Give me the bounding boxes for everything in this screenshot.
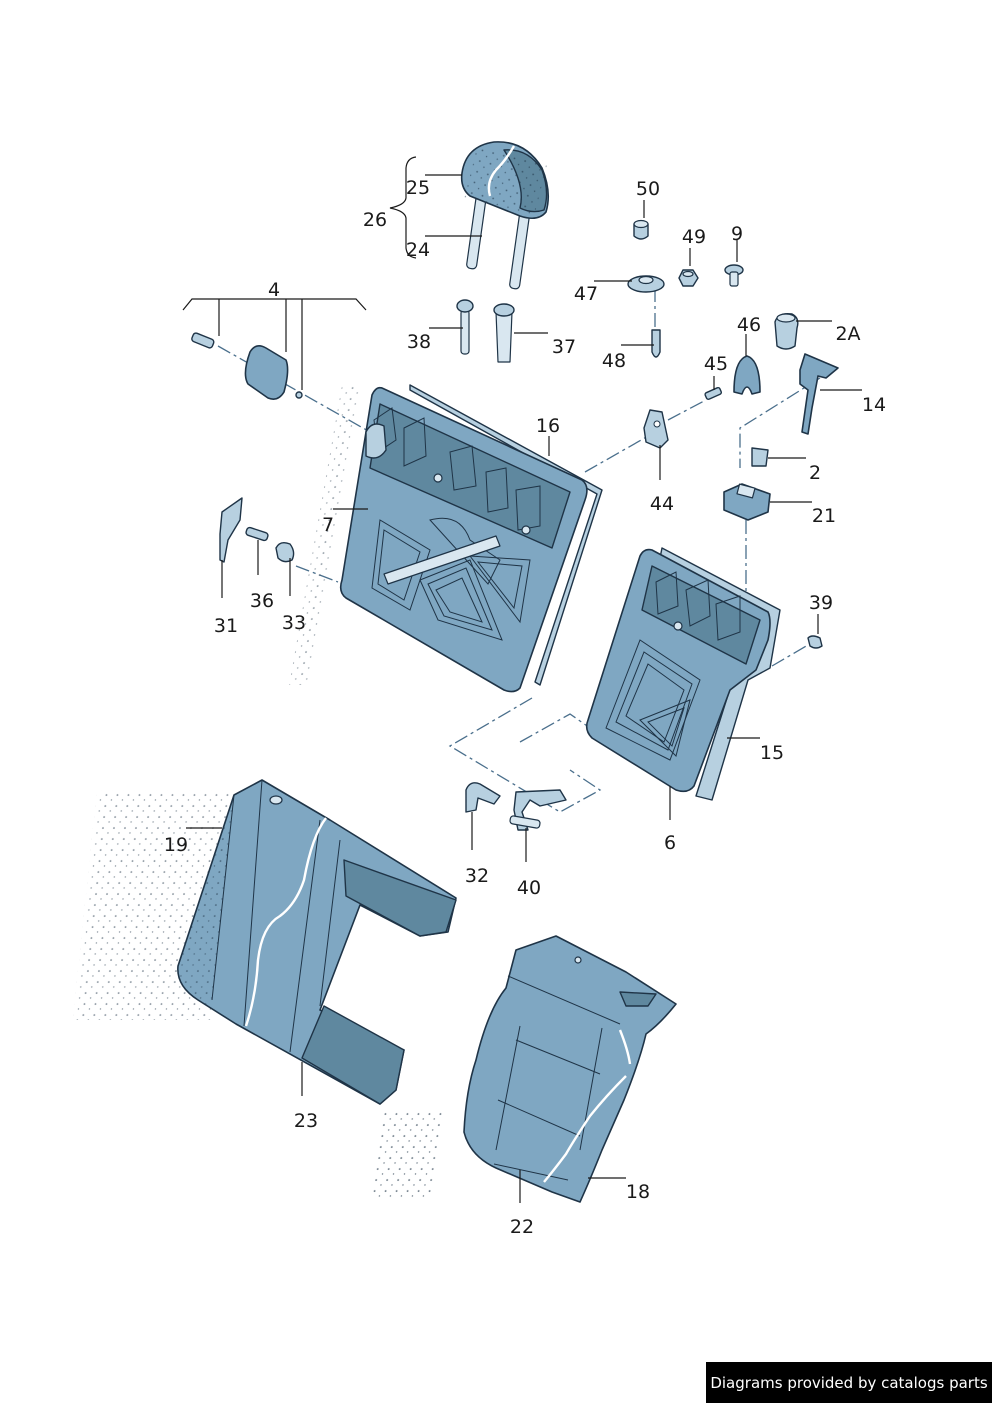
callout-40: 40 [517, 877, 541, 899]
callout-49: 49 [682, 226, 706, 248]
callout-38: 38 [407, 331, 431, 353]
callout-7: 7 [322, 514, 334, 536]
backrest-small [585, 547, 781, 801]
callout-46: 46 [737, 314, 761, 336]
callout-45: 45 [704, 353, 728, 375]
callout-22: 22 [510, 1216, 534, 1238]
callout-23: 23 [294, 1110, 318, 1132]
callout-19: 19 [164, 834, 188, 856]
callout-6: 6 [664, 832, 676, 854]
hardware-left [191, 299, 515, 563]
callout-39: 39 [809, 592, 833, 614]
callout-18: 18 [626, 1181, 650, 1203]
backrest-large [289, 384, 603, 693]
callout-14: 14 [862, 394, 886, 416]
callout-50: 50 [636, 178, 660, 200]
callout-25: 25 [406, 177, 430, 199]
callout-2: 2 [809, 462, 821, 484]
source-banner: Diagrams provided by catalogs parts [706, 1362, 992, 1403]
callout-2A: 2A [835, 323, 860, 345]
headrest [460, 141, 550, 290]
seat-cushion [72, 779, 457, 1105]
hardware-top-right [627, 219, 839, 521]
callout-37: 37 [552, 336, 576, 358]
callout-48: 48 [602, 350, 626, 372]
callout-21: 21 [812, 505, 836, 527]
callout-36: 36 [250, 590, 274, 612]
callout-9: 9 [731, 223, 743, 245]
callout-31: 31 [214, 615, 238, 637]
callout-26: 26 [363, 209, 387, 231]
callout-44: 44 [650, 493, 674, 515]
callout-16: 16 [536, 415, 560, 437]
callout-labels: 25 26 24 50 49 9 47 4 38 37 48 46 2A 45 … [164, 177, 886, 1238]
brackets [465, 635, 823, 831]
callout-24: 24 [406, 239, 430, 261]
callout-32: 32 [465, 865, 489, 887]
leader-lines [182, 156, 862, 1203]
callout-33: 33 [282, 612, 306, 634]
callout-15: 15 [760, 742, 784, 764]
callout-47: 47 [574, 283, 598, 305]
callout-4: 4 [268, 279, 280, 301]
backrest-cover [371, 935, 677, 1203]
